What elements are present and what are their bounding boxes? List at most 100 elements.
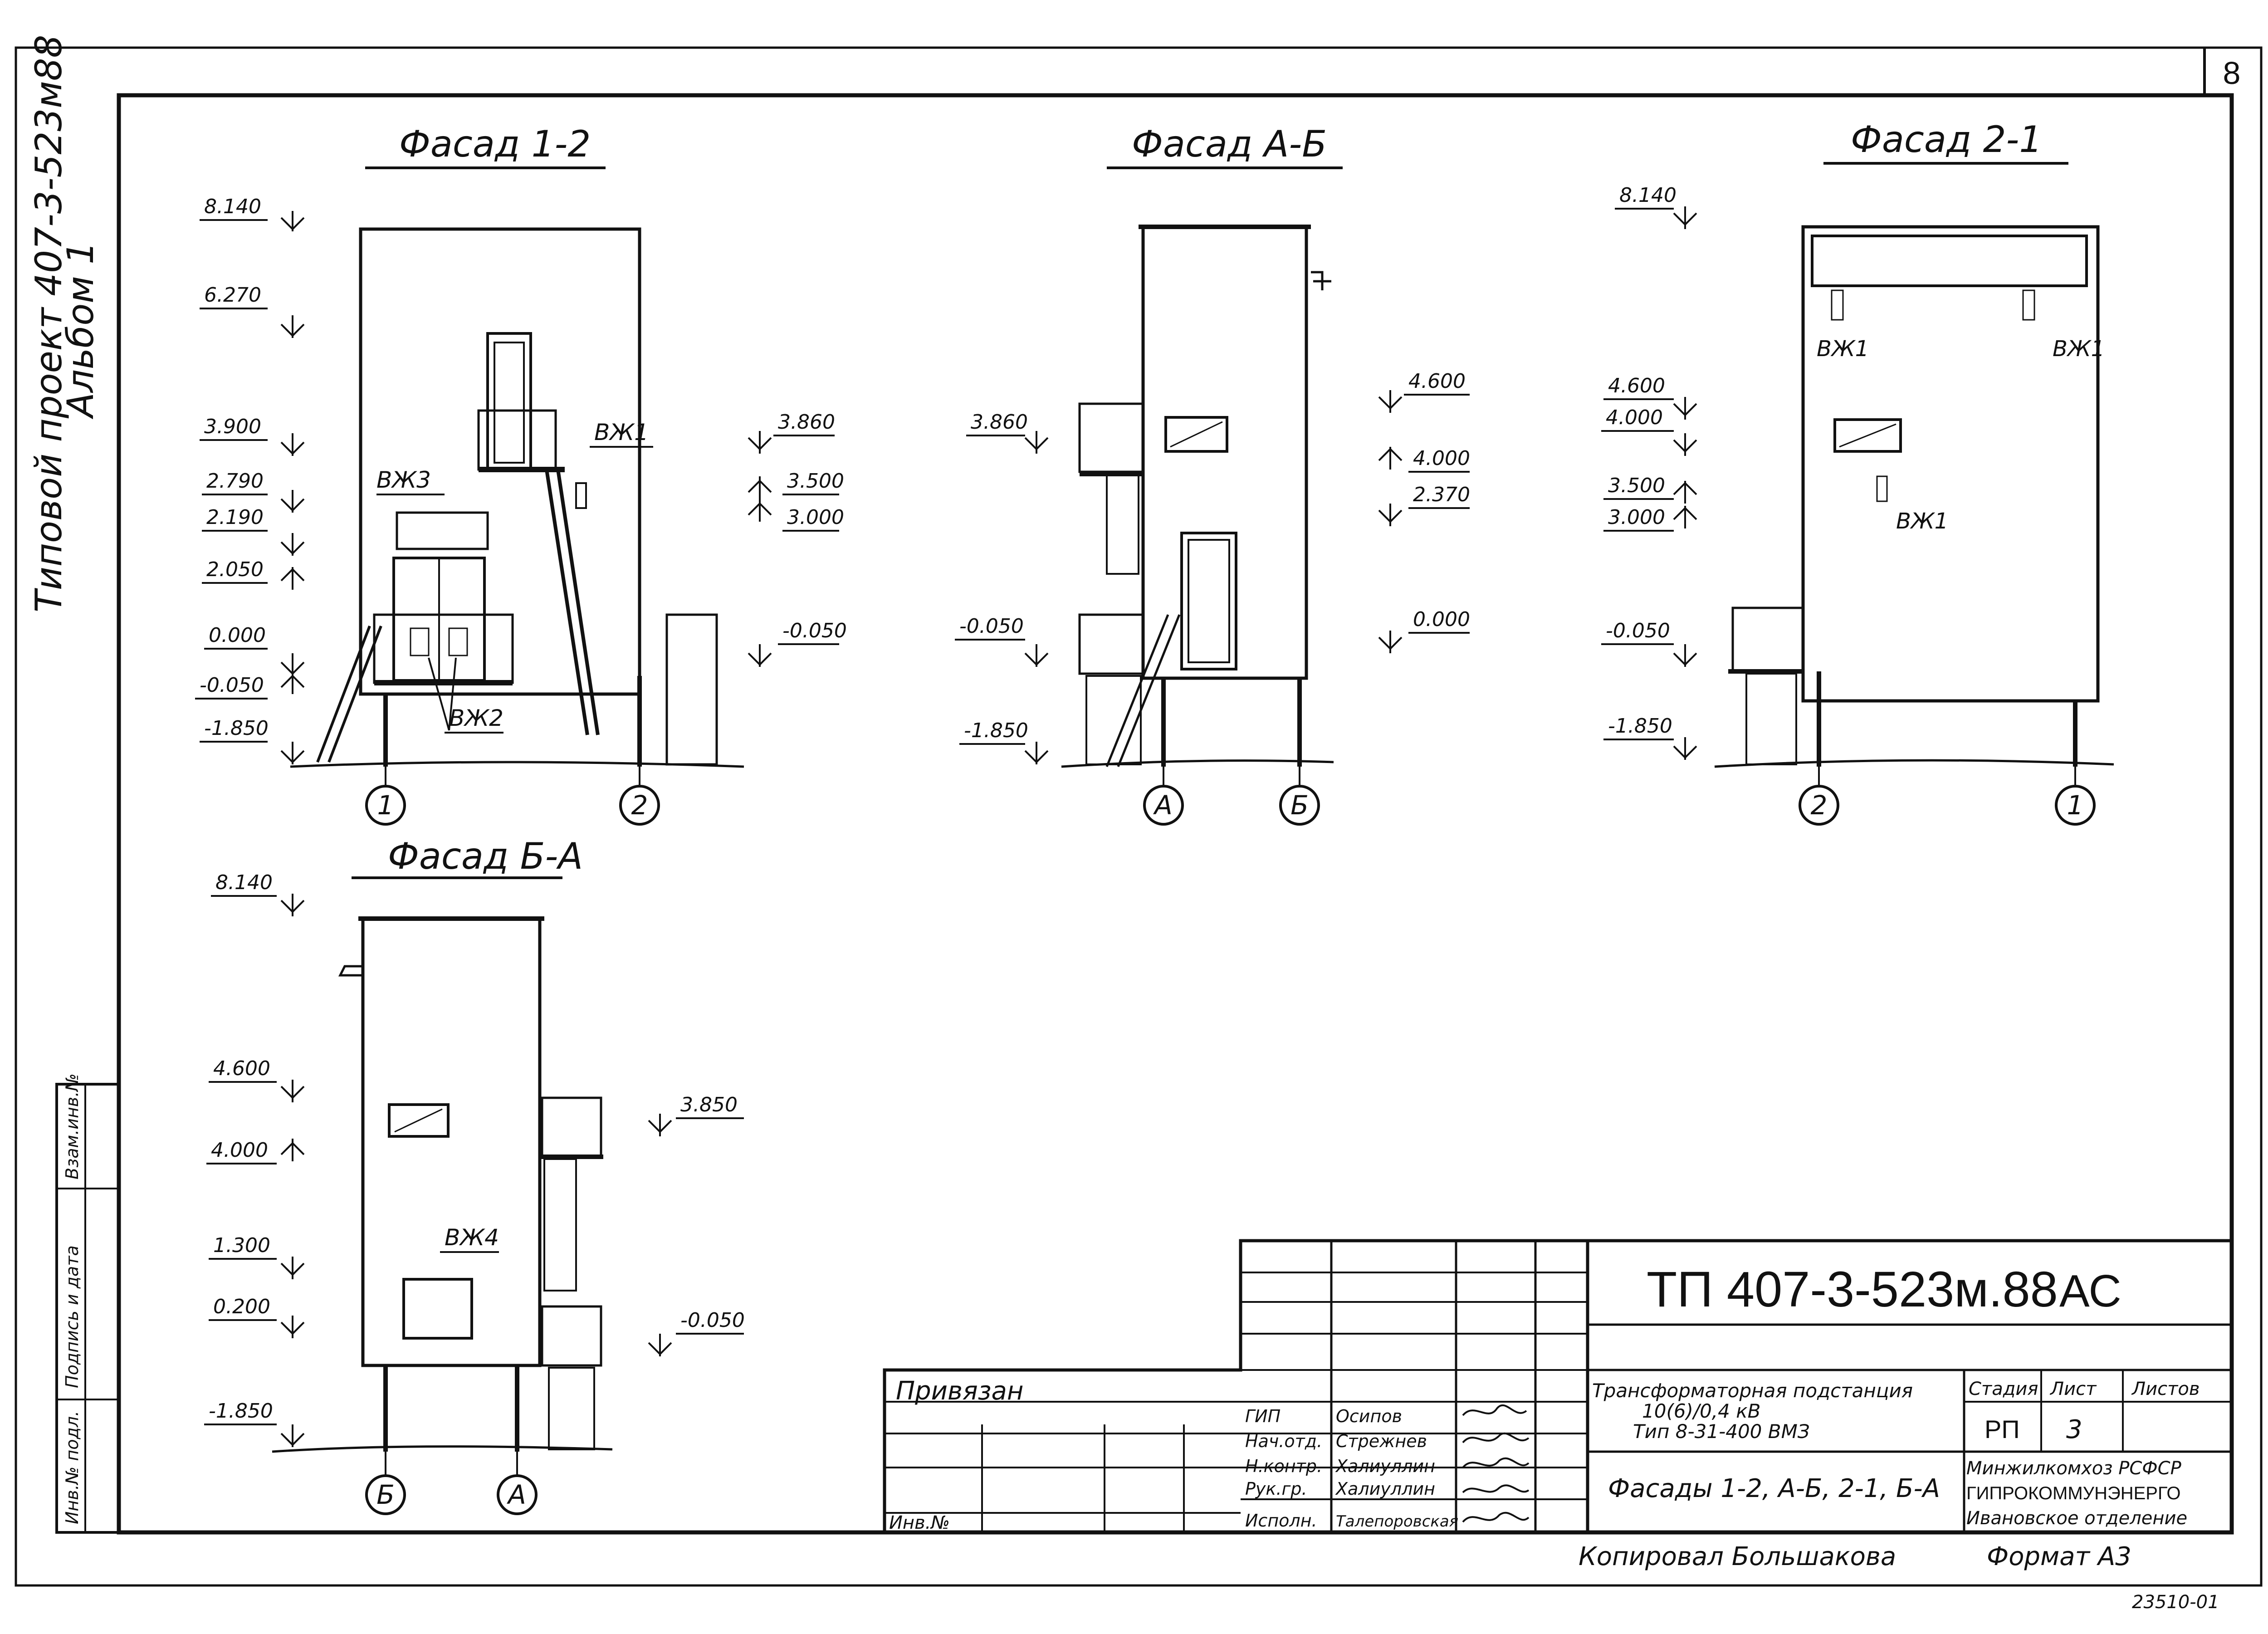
level: -1.850 [204, 717, 269, 740]
sheet-number: 8 [2223, 55, 2241, 91]
axis-bubble [1279, 785, 1320, 826]
axis-bubble [365, 785, 406, 826]
name: Осипов [1336, 1406, 1402, 1426]
facade-2-1: Фасад 2-1 8.140 4.600 4.000 3.500 3.000 … [1601, 118, 2114, 826]
level: 8.140 [204, 195, 261, 218]
outer-frame [15, 46, 2263, 1587]
level: 4.600 [1608, 374, 1665, 397]
object-line2: 10(6)/0,4 кВ [1642, 1400, 1760, 1422]
level: -0.050 [1606, 619, 1670, 642]
ladder [545, 469, 589, 735]
level: 2.790 [206, 470, 264, 493]
signature [1462, 1484, 1530, 1493]
facade-2-1-title: Фасад 2-1 [1851, 118, 2042, 161]
stage-header: Стадия [1969, 1379, 2038, 1399]
level: 0.200 [213, 1295, 270, 1318]
copied-by: Копировал Большакова [1579, 1542, 1896, 1571]
signature [1462, 1404, 1527, 1416]
role: Рук.гр. [1245, 1479, 1307, 1499]
axis-label: 1 [377, 790, 394, 821]
window [1164, 416, 1228, 453]
external-stair [665, 613, 718, 766]
levels-left-1-2: 8.140 6.270 3.900 2.790 2.190 2.050 0.00… [195, 195, 305, 764]
level: -0.050 [200, 674, 264, 697]
facade-2-1-wall [1801, 225, 2100, 703]
level: 4.000 [211, 1139, 268, 1162]
levels-right-1-2: 3.860 3.500 3.000 -0.050 [748, 411, 847, 667]
archive-stamp: 23510-01 [2132, 1592, 2219, 1613]
role: Нач.отд. [1245, 1431, 1322, 1451]
sheets-header: Листов [2131, 1379, 2200, 1399]
door [1180, 532, 1237, 670]
level: 3.850 [680, 1093, 738, 1116]
name: Халиуллин [1335, 1479, 1435, 1499]
sheet-value: 3 [2066, 1415, 2082, 1444]
margin-label-replace: Взам.инв.№ [62, 1073, 82, 1179]
axis-label: 2 [1811, 790, 1828, 821]
axis-label: Б [376, 1479, 395, 1510]
object-line1: Трансформаторная подстанция [1592, 1380, 1913, 1402]
bound-label: Привязан [896, 1376, 1023, 1406]
level: 4.000 [1413, 447, 1470, 470]
name: Стрежнев [1336, 1431, 1427, 1451]
level: -1.850 [1608, 714, 1672, 738]
margin-stamp-strip [55, 1083, 120, 1534]
level: 0.000 [209, 624, 266, 647]
role: ГИП [1245, 1406, 1281, 1426]
facade-1-2-title: Фасад 1-2 [399, 123, 591, 165]
level: -0.050 [782, 619, 847, 642]
level: 3.500 [1608, 474, 1665, 497]
label-vzh1: ВЖ1 [594, 419, 649, 445]
level: -0.050 [680, 1309, 745, 1332]
label-vzh1: ВЖ1 [1896, 509, 1948, 534]
org-line1: Минжилкомхоз РСФСР [1966, 1458, 2182, 1479]
org-line3: Ивановское отделение [1966, 1508, 2187, 1529]
level: 3.900 [204, 415, 261, 438]
name: Халиуллин [1335, 1456, 1435, 1476]
role: Н.контр. [1245, 1456, 1322, 1476]
level: 3.500 [787, 470, 844, 493]
level: 0.000 [1413, 608, 1470, 631]
axis-label: 1 [2067, 790, 2084, 821]
level: 4.600 [213, 1057, 270, 1080]
sheet-header: Лист [2049, 1379, 2097, 1399]
signature [1462, 1432, 1530, 1443]
side-label-album: Альбом 1 [59, 241, 102, 420]
level: 4.000 [1606, 406, 1663, 429]
window [388, 1103, 450, 1138]
level: 3.860 [778, 411, 835, 434]
axis-label: Б [1290, 790, 1309, 821]
signature [1462, 1512, 1530, 1523]
level: 4.600 [1408, 370, 1466, 393]
facade-a-b-title: Фасад А-Б [1132, 123, 1327, 165]
signature [1462, 1457, 1530, 1468]
axis-bubble [1143, 785, 1184, 826]
format-label: Формат А3 [1987, 1542, 2131, 1571]
org-line2: ГИПРОКОММУНЭНЕРГО [1966, 1483, 2181, 1503]
level: 6.270 [204, 284, 261, 307]
level: 2.050 [206, 558, 264, 581]
facade-b-a-wall [361, 917, 542, 1367]
facade-b-a: Фасад Б-А 8.140 4.600 4.000 1.300 0.200 … [204, 835, 745, 1515]
axis-label: А [506, 1479, 526, 1510]
title-block: Привязан Инв.№ ГИП Нач.отд. Н.контр. Рук… [883, 1239, 2234, 1534]
label-vzh3: ВЖ3 [376, 467, 431, 493]
role: Исполн. [1245, 1511, 1317, 1531]
axis-label: 2 [631, 790, 648, 821]
drawing-mark: АС [2059, 1266, 2121, 1316]
axis-bubble [2055, 785, 2096, 826]
axis-bubble [365, 1474, 406, 1515]
inv-label: Инв.№ [889, 1512, 950, 1533]
margin-label-sign: Подпись и дата [62, 1245, 82, 1388]
level: 2.370 [1413, 483, 1470, 506]
level: 8.140 [1619, 184, 1677, 207]
stage-value: РП [1984, 1415, 2020, 1443]
louver-vzh4 [402, 1278, 473, 1340]
level: 1.300 [213, 1234, 270, 1257]
label-vzh1: ВЖ1 [1817, 336, 1869, 362]
label-vzh1: ВЖ1 [2053, 336, 2105, 362]
axis-bubble [1799, 785, 1839, 826]
margin-label-inv: Инв.№ подл. [62, 1411, 82, 1524]
level: 3.000 [1608, 506, 1665, 529]
